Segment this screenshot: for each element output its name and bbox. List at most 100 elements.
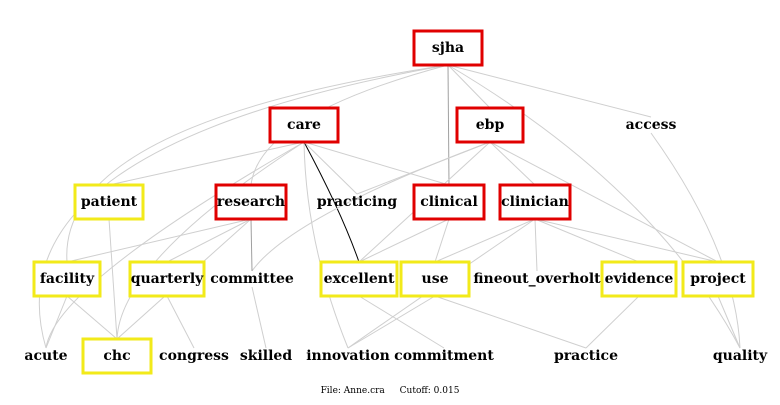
node-congress: congress [159,348,229,364]
footer-cutoff: Cutoff: 0.015 [399,386,460,396]
node-access: access [626,117,677,133]
node-label-quarterly: quarterly [131,271,204,287]
node-skilled: skilled [240,348,292,364]
node-label-sjha: sjha [432,40,464,56]
edge-evidence-practice [585,295,640,349]
node-box-evidence [600,260,678,298]
node-clinical: clinical [412,183,486,221]
node-label-quality: quality [713,348,768,364]
node-care: care [268,106,340,144]
node-acute: acute [24,348,67,364]
edge-access-quality [650,132,741,349]
edge-care-patient [108,141,305,186]
node-label-practicing: practicing [317,194,398,210]
node-label-committee: committee [210,271,294,287]
node-clinician: clinician [498,183,572,221]
node-excellent: excellent [319,260,399,298]
node-use: use [399,260,471,298]
node-practice: practice [554,348,618,364]
footer: File: Anne.cra Cutoff: 0.015 [0,386,780,396]
node-label-acute: acute [24,348,67,364]
edge-research-quarterly [166,218,252,263]
node-label-skilled: skilled [240,348,292,364]
edge-sjha-quality [447,64,741,349]
node-label-use: use [422,271,449,287]
edge-ebp-clinician [489,141,536,186]
edge-quarterly-congress [166,295,195,349]
node-label-chc: chc [103,348,130,364]
edge-facility-chc [66,295,118,340]
node-fineout-overholt: fineout_overholt [473,271,601,287]
edge-clinician-project [534,218,719,263]
node-innovation: innovation [306,348,390,364]
node-box-project [681,260,755,298]
edge-care-acute [45,141,305,349]
node-project: project [681,260,755,298]
node-chc: chc [81,337,153,375]
node-label-ebp: ebp [476,117,505,133]
node-box-use [399,260,471,298]
node-label-clinician: clinician [501,194,569,210]
edge-project-quality [717,295,741,349]
node-layer: sjha care ebp access patient research practici… [24,29,768,375]
node-box-clinical [412,183,486,221]
node-label-patient: patient [81,194,138,210]
edge-clinician-fineout_overholt [534,218,538,272]
node-commitment: commitment [394,348,494,364]
node-label-clinical: clinical [420,194,478,210]
edge-research-facility [66,218,252,263]
node-box-clinician [498,183,572,221]
edge-sjha-access [447,64,652,118]
node-label-innovation: innovation [306,348,390,364]
edge-care-practicing [303,141,358,195]
node-practicing: practicing [317,194,398,210]
node-box-quarterly [128,260,206,298]
node-box-excellent [319,260,399,298]
node-quarterly: quarterly [128,260,206,298]
edge-use-practice [434,295,587,349]
node-ebp: ebp [455,106,525,144]
footer-file: File: Anne.cra [320,386,385,396]
edge-sjha-facility [66,64,449,263]
node-research: research [214,183,288,221]
edge-clinician-evidence [534,218,640,263]
node-label-commitment: commitment [394,348,494,364]
node-label-project: project [690,271,746,287]
edge-sjha-clinical [447,64,450,186]
edge-care-innovation [303,141,349,349]
edge-care-chc [116,141,305,340]
node-box-patient [73,183,145,221]
edge-excellent-commitment [358,295,445,349]
edge-research-committee [250,218,253,272]
edge-care-clinical [303,141,450,186]
node-box-facility [32,260,102,298]
node-facility: facility [32,260,102,298]
node-label-evidence: evidence [605,271,674,287]
edge-care-excellent [303,141,360,263]
edge-clinical-use [434,218,450,263]
node-label-research: research [217,194,285,210]
edge-clinician-use [434,218,536,263]
node-committee: committee [210,271,294,287]
edge-committee-skilled [251,286,267,349]
node-label-practice: practice [554,348,618,364]
node-label-care: care [287,117,321,133]
node-label-facility: facility [40,271,95,287]
node-box-chc [81,337,153,375]
edge-sjha-ebp [447,64,491,109]
node-label-access: access [626,117,677,133]
node-box-ebp [455,106,525,144]
node-evidence: evidence [600,260,678,298]
node-box-sjha [412,29,484,67]
node-quality: quality [713,348,768,364]
node-patient: patient [73,183,145,221]
node-sjha: sjha [412,29,484,67]
node-label-congress: congress [159,348,229,364]
edge-use-innovation [347,295,436,349]
edge-clinical-excellent [358,218,450,263]
node-label-excellent: excellent [324,271,395,287]
node-label-fineout-overholt: fineout_overholt [473,271,601,287]
edge-facility-acute [45,295,68,349]
node-box-care [268,106,340,144]
